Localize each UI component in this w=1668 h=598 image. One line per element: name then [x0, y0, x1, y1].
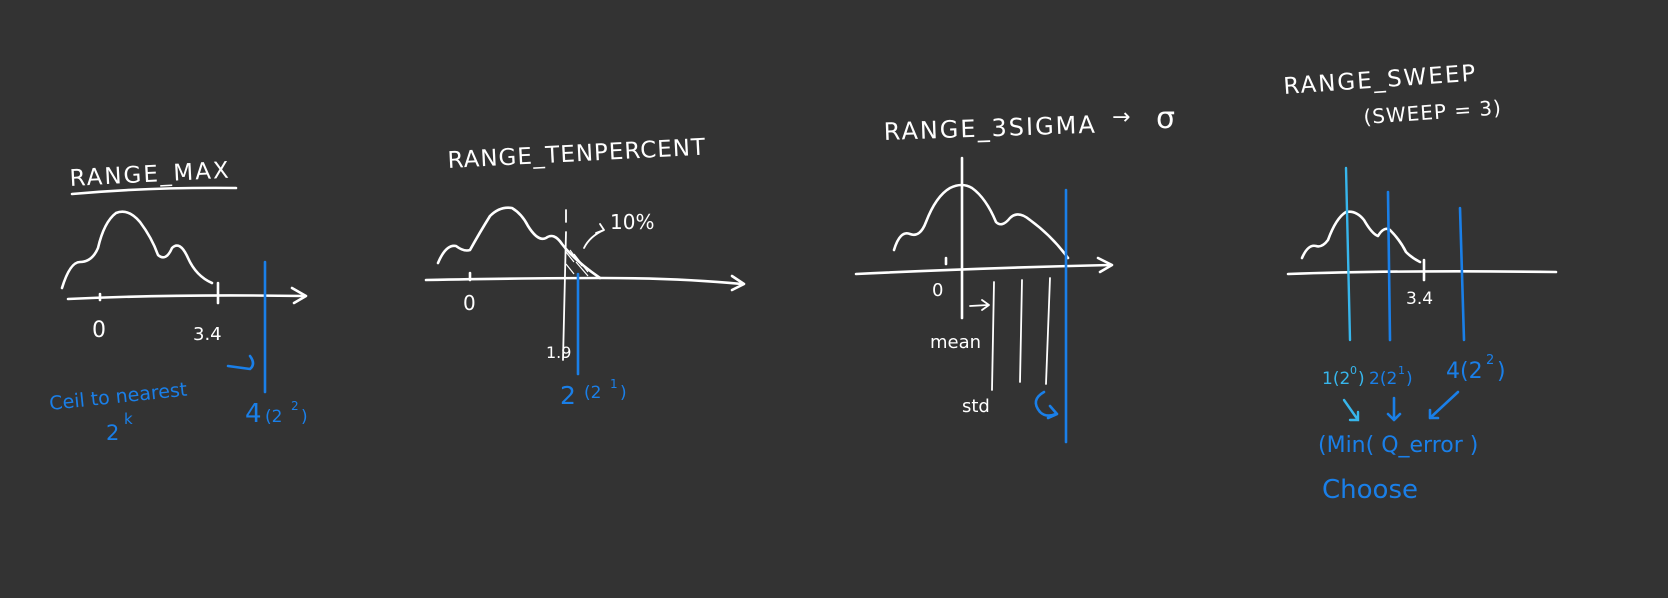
range-max-max-label: 3.4	[193, 324, 222, 345]
range-3sigma-arrow: →	[1112, 105, 1130, 130]
range-3sigma-std-line-3	[1045, 277, 1051, 385]
range-max-title-underline	[70, 186, 238, 196]
range-3sigma-x-axis	[854, 263, 1112, 276]
range-sweep-candidate-1: 1(2	[1322, 369, 1350, 389]
range-sweep-candidate-2: 2(2	[1369, 369, 1397, 389]
range-tenpercent-density-curve	[436, 206, 602, 280]
range-sweep-density-curve	[1300, 210, 1422, 264]
range-sweep-max-label: 3.4	[1406, 289, 1433, 309]
range-tenpercent-x-axis	[424, 276, 744, 286]
range-sweep-candidate-1-close: )	[1358, 369, 1365, 389]
range-3sigma-title: RANGE_3SIGMA	[883, 111, 1097, 146]
range-sweep-subtitle: (SWEEP = 3)	[1363, 95, 1503, 129]
range-sweep-arrow-3	[1428, 390, 1460, 420]
range-max-x-axis	[66, 294, 306, 301]
range-sweep-objective: (Min( Q_error )	[1318, 433, 1478, 458]
range-max-result-pow-close: )	[301, 407, 308, 427]
range-sweep-candidate-3: 4(2	[1446, 359, 1483, 384]
range-tenpercent-cut-label: 1.9	[546, 343, 571, 362]
range-max-note-exponent: k	[124, 410, 133, 428]
range-tenpercent-title: RANGE_TENPERCENT	[447, 134, 707, 174]
range-tenpercent-result-pow-exp: 1	[610, 377, 618, 391]
range-3sigma-density-curve	[892, 183, 1070, 260]
panel-range-3sigma: RANGE_3SIGMA → σ 0 mean std	[854, 101, 1175, 444]
range-sweep-arrow-2	[1386, 396, 1402, 422]
range-3sigma-bound-arrow	[1034, 390, 1059, 420]
range-sweep-arrow-1	[1342, 398, 1360, 422]
range-sweep-candidate-2-close: )	[1406, 369, 1413, 389]
range-tenpercent-zero-label: 0	[463, 291, 476, 315]
range-max-density-curve	[60, 210, 214, 290]
range-sweep-candidate-3-close: )	[1497, 359, 1506, 384]
range-sweep-title: RANGE_SWEEP	[1283, 61, 1478, 100]
range-sweep-candidate-3-exp: 2	[1486, 353, 1494, 368]
range-tenpercent-axis-arrow	[730, 274, 746, 292]
range-sweep-candidate-2-exp: 1	[1398, 364, 1405, 377]
range-3sigma-sigma-symbol: σ	[1156, 101, 1175, 136]
range-max-axis-arrow	[290, 286, 308, 305]
range-sweep-candidate-line-3	[1458, 206, 1466, 342]
panel-range-tenpercent: RANGE_TENPERCENT 0 1.9 10% 2 (2 1 )	[424, 134, 746, 410]
range-max-result: 4	[245, 399, 262, 429]
range-sweep-x-axis	[1286, 270, 1558, 276]
range-sweep-candidate-line-1	[1344, 166, 1352, 342]
range-tenpercent-result-pow: (2	[584, 383, 601, 403]
range-3sigma-zero-label: 0	[932, 280, 943, 301]
range-tenpercent-cut-line	[562, 209, 567, 361]
range-3sigma-mean-label: mean	[930, 332, 981, 353]
range-tenpercent-result-pow-close: )	[620, 383, 627, 403]
range-sweep-choose-label: Choose	[1322, 475, 1418, 505]
range-sweep-candidate-line-2	[1386, 190, 1392, 342]
range-3sigma-mean-arrow	[969, 299, 990, 311]
range-tenpercent-tail-hatch	[565, 249, 589, 277]
range-max-zero-label: 0	[92, 318, 106, 343]
range-tenpercent-percent-arrow	[583, 223, 605, 249]
range-max-note-line1: Ceil to nearest	[48, 379, 188, 415]
range-tenpercent-percent-label: 10%	[610, 210, 654, 234]
range-max-result-pow: (2	[265, 407, 282, 427]
range-tenpercent-result: 2	[560, 381, 576, 410]
range-max-result-pow-exp: 2	[291, 399, 299, 413]
panel-range-max: RANGE_MAX 0 3.4 Ceil to nearest 2 k 4 (2…	[48, 158, 307, 445]
range-3sigma-std-label: std	[962, 396, 990, 417]
range-3sigma-std-line-1	[991, 281, 995, 391]
range-max-note-base: 2	[106, 421, 119, 445]
range-max-ceil-arrow	[226, 354, 255, 371]
range-sweep-candidate-1-exp: 0	[1350, 364, 1357, 377]
range-3sigma-std-line-2	[1019, 279, 1023, 383]
panel-range-sweep: RANGE_SWEEP (SWEEP = 3) 3.4 1(2 0 ) 2(2 …	[1283, 61, 1558, 505]
range-3sigma-axis-arrow	[1096, 256, 1114, 274]
